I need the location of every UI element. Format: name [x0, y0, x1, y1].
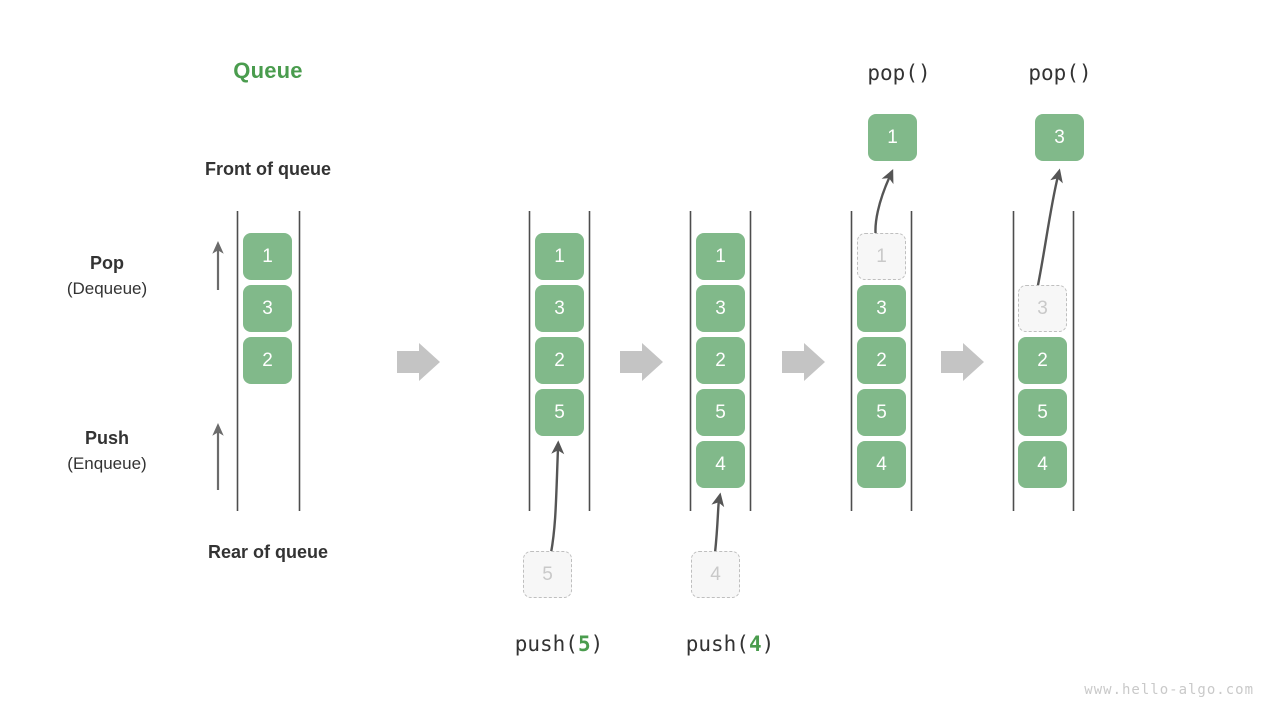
op-argument: 5 [577, 632, 591, 656]
queue-cell: 1 [535, 233, 584, 280]
operation-caption-pop-1: pop() [867, 61, 931, 85]
rear-of-queue-label: Rear of queue [207, 542, 329, 562]
incoming-cell-ghost: 4 [691, 551, 740, 598]
push-operation-label: Push (Enqueue) [12, 425, 202, 477]
queue-cell: 5 [696, 389, 745, 436]
push-label-line1: Push [84, 428, 129, 448]
step-arrow-2 [620, 343, 663, 381]
front-of-queue-label: Front of queue [205, 159, 331, 179]
queue-cell: 5 [857, 389, 906, 436]
queue-cell: 3 [857, 285, 906, 332]
queue-cell: 5 [535, 389, 584, 436]
queue-cell: 2 [696, 337, 745, 384]
push-5-motion-arrow [549, 440, 565, 554]
queue-cell: 2 [243, 337, 292, 384]
queue-cell: 3 [535, 285, 584, 332]
step-arrow-4 [941, 343, 984, 381]
operation-caption-push-4: push(4) [685, 632, 775, 656]
queue-cell: 3 [243, 285, 292, 332]
push-label-line2: (Enqueue) [67, 454, 147, 473]
pop-label-line1: Pop [90, 253, 124, 273]
operation-caption-pop-3: pop() [1028, 61, 1092, 85]
pop-label-line2: (Dequeue) [66, 279, 148, 298]
queue-cell: 2 [535, 337, 584, 384]
queue-cell: 2 [1018, 337, 1067, 384]
pop-3-motion-arrow [1034, 168, 1063, 296]
popped-cell: 1 [868, 114, 917, 161]
op-fn-name: pop [867, 61, 906, 85]
op-fn-name: push [514, 632, 566, 656]
step-arrow-1 [397, 343, 440, 381]
popped-cell: 3 [1035, 114, 1084, 161]
queue-cell-ghost: 3 [1018, 285, 1067, 332]
step-arrow-3 [782, 343, 825, 381]
queue-cell: 1 [243, 233, 292, 280]
queue-cell: 5 [1018, 389, 1067, 436]
page-title: Queue [233, 58, 303, 83]
incoming-cell-ghost: 5 [523, 551, 572, 598]
pop-operation-label: Pop (Dequeue) [12, 250, 202, 302]
op-fn-name: pop [1028, 61, 1067, 85]
queue-cell: 3 [696, 285, 745, 332]
watermark: www.hello-algo.com [1084, 682, 1254, 698]
queue-cell: 4 [696, 441, 745, 488]
queue-cell: 4 [1018, 441, 1067, 488]
operation-caption-push-5: push(5) [514, 632, 604, 656]
op-fn-name: push [685, 632, 737, 656]
queue-cell: 4 [857, 441, 906, 488]
queue-cell: 1 [696, 233, 745, 280]
op-argument: 4 [748, 632, 762, 656]
queue-cell-ghost: 1 [857, 233, 906, 280]
queue-cell: 2 [857, 337, 906, 384]
push-4-motion-arrow [711, 492, 725, 554]
